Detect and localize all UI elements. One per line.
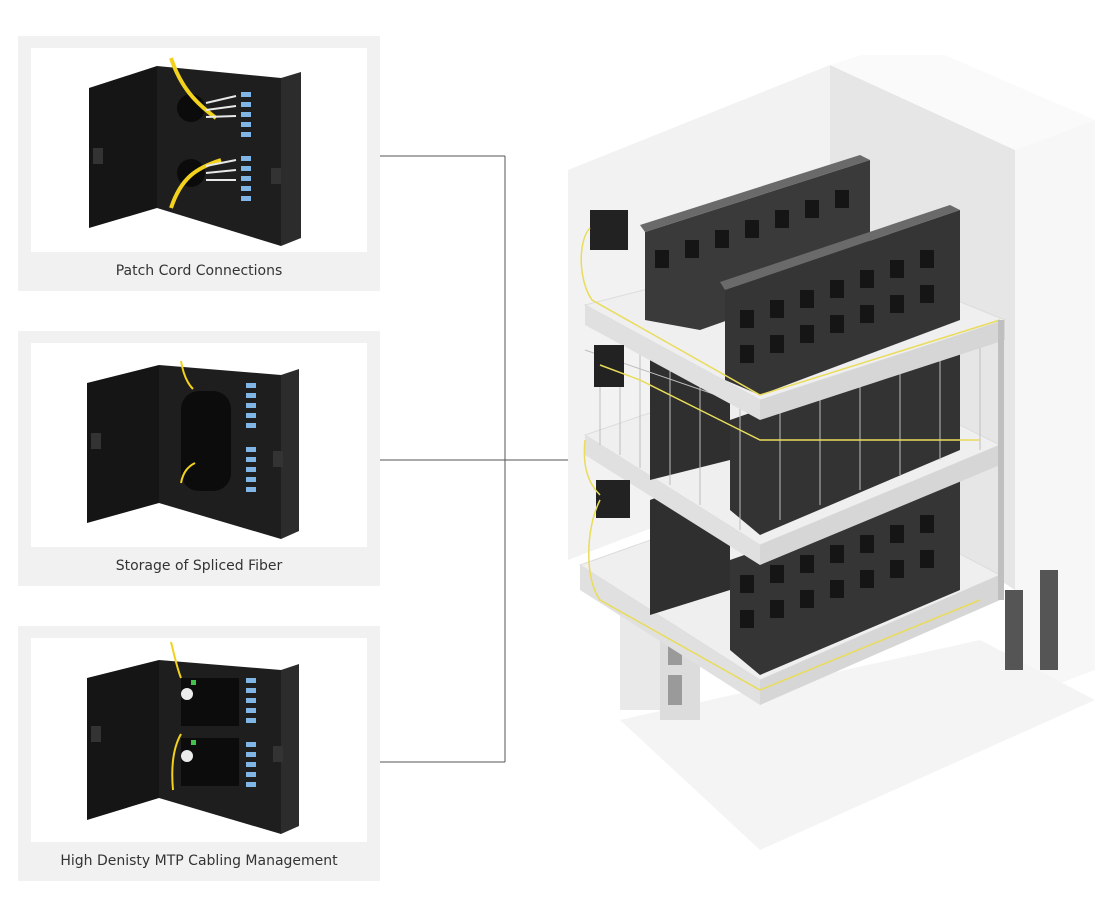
enclosure-photo-splice (31, 343, 367, 547)
wall-enclosure-top (590, 210, 628, 250)
card-patch-cord: Patch Cord Connections (18, 36, 380, 291)
ground-floor (620, 640, 1095, 850)
rack-rows-floor-3 (640, 155, 960, 395)
enclosure-photo-mtp (31, 638, 367, 842)
enclosure-photo-patch (31, 48, 367, 252)
card-caption: High Denisty MTP Cabling Management (60, 853, 338, 869)
fiber-runs (580, 227, 1001, 691)
enclosure-door (87, 660, 159, 820)
wall-enclosure-bottom (596, 480, 630, 518)
data-center-building (568, 55, 1095, 850)
card-mtp-cabling: High Denisty MTP Cabling Management (18, 626, 380, 881)
card-caption: Patch Cord Connections (115, 263, 283, 279)
enclosure-door (89, 66, 157, 228)
wall-enclosure-middle (594, 345, 624, 387)
card-caption: Storage of Spliced Fiber (115, 558, 283, 574)
card-spliced-fiber: Storage of Spliced Fiber (18, 331, 380, 586)
vertical-cable-riser (998, 320, 1004, 600)
enclosure-door (87, 365, 159, 523)
enclosure-body (157, 66, 281, 246)
